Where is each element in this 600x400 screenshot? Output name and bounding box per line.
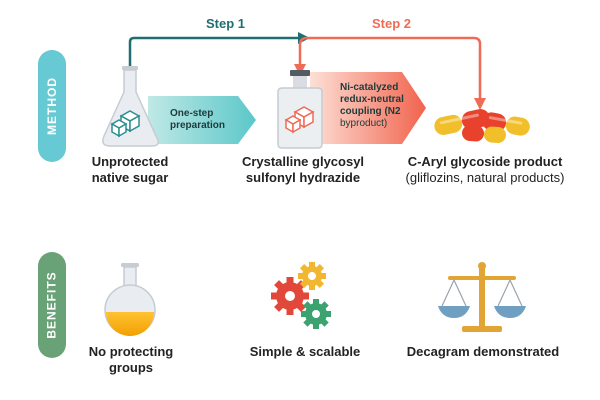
hydrazide-label-line1: Crystalline glycosyl (241, 154, 365, 169)
sugar-flask-icon (102, 66, 159, 147)
step2-label: Step 2 (372, 16, 412, 31)
one-step-text: One-step preparation (170, 108, 225, 132)
round-flask-icon (104, 263, 156, 336)
coupling-line4: byproduct) (340, 118, 388, 129)
coupling-banner (310, 72, 426, 144)
hydrazide-label: Crystalline glycosyl sulfonyl hydrazide (228, 154, 378, 186)
sugar-label-line1: Unprotected (91, 154, 169, 169)
no-protecting-line1: No protecting (88, 344, 174, 359)
coupling-text: Ni-catalyzed redux-neutral coupling (N2 … (340, 82, 404, 130)
product-label-line2: (gliflozins, natural products) (405, 170, 565, 185)
product-label: C-Aryl glycoside product (gliflozins, na… (392, 154, 578, 186)
coupling-line3: coupling (N2 (340, 106, 401, 117)
sugar-label-line2: native sugar (91, 170, 169, 185)
one-step-line2: preparation (170, 120, 226, 131)
step1-arrow (128, 32, 310, 68)
step1-label: Step 1 (206, 16, 246, 31)
method-section-label: METHOD (38, 50, 66, 162)
decagram-label: Decagram demonstrated (406, 344, 560, 359)
no-protecting-line2: groups (108, 360, 154, 375)
balance-scale-icon (438, 262, 526, 332)
one-step-banner (148, 96, 256, 144)
gears-icon (271, 262, 331, 329)
product-label-line1: C-Aryl glycoside product (407, 154, 563, 169)
hydrazide-bottle-icon (277, 70, 323, 149)
coupling-line2: redux-neutral (340, 94, 404, 105)
no-protecting-label: No protecting groups (76, 344, 186, 376)
benefits-section-label: BENEFITS (38, 252, 66, 358)
hydrazide-label-line2: sulfonyl hydrazide (245, 170, 361, 185)
coupling-line1: Ni-catalyzed (340, 82, 399, 93)
sugar-label: Unprotected native sugar (70, 154, 190, 186)
scalable-label: Simple & scalable (249, 344, 361, 359)
one-step-line1: One-step (170, 108, 214, 119)
capsules-icon (434, 109, 530, 143)
